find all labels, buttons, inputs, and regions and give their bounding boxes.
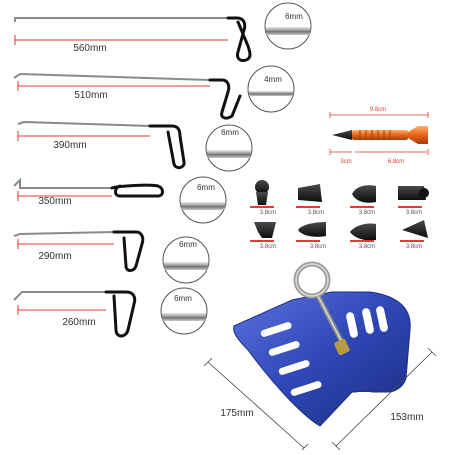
rod-390: 390mm 6mm [17,120,253,172]
rod-390-diameter: 6mm [221,128,239,137]
tips-grid: 3.8cm 3.8cm 3.8cm 3.8cm 3.8cm 3.8cm [250,180,429,250]
rod-290-length: 290mm [38,251,71,262]
tip-8: 3.8cm [400,220,428,250]
rod-350-cross-section: 6mm [179,176,227,224]
guard-height: 175mm [220,408,253,419]
rod-290-cross-section: 6mm [162,236,210,284]
rod-350: 350mm 6mm [13,176,227,224]
tip-7-length: 3.8cm [359,244,375,250]
tip-4: 3.8cm [398,186,429,216]
tap-down-handle-length: 6.8cm [388,159,404,165]
rod-260-cross-section: 6mm [160,287,208,335]
rod-290: 290mm 6mm [13,230,210,284]
rod-290-diameter: 6mm [179,240,197,249]
rod-510-diameter: 4mm [264,75,282,84]
tip-3: 3.8cm [350,185,376,216]
tip-5-length: 3.8cm [260,244,276,250]
rod-260-diameter: 6mm [174,294,192,303]
rod-510-cross-section: 4mm [247,65,295,113]
rod-560-length: 560mm [73,43,106,54]
tip-2-length: 3.8cm [308,210,324,216]
rod-560: 560mm 6mm [14,2,312,62]
rod-350-length: 350mm [38,196,71,207]
tap-down-tip-length: 3cm [340,159,351,165]
rod-560-cross-section: 6mm [264,2,312,50]
rod-510-length: 510mm [74,90,107,101]
tap-down-tool: 9.8cm 3cm 6.8cm [329,107,429,165]
rod-390-length: 390mm [53,140,86,151]
tip-8-length: 3.8cm [406,244,422,250]
tip-6-length: 3.8cm [310,244,326,250]
rod-510: 510mm 4mm [13,65,295,120]
tip-2: 3.8cm [296,184,324,216]
tip-1: 3.8cm [250,180,276,216]
rod-260-length: 260mm [62,317,95,328]
tip-1-length: 3.8cm [260,210,276,216]
rod-350-diameter: 6mm [197,183,215,192]
window-guard: 175mm 153mm [203,261,437,453]
rod-560-diameter: 6mm [285,12,303,21]
tip-4-length: 3.8cm [406,210,422,216]
tip-6: 3.8cm [296,222,326,250]
tip-5: 3.8cm [250,222,276,250]
tip-7: 3.8cm [350,223,376,250]
tap-down-total-length: 9.8cm [370,107,386,113]
rod-390-cross-section: 6mm [205,124,253,172]
guard-width: 153mm [390,412,423,423]
rod-260: 260mm 6mm [13,287,208,338]
tip-3-length: 3.8cm [359,210,375,216]
